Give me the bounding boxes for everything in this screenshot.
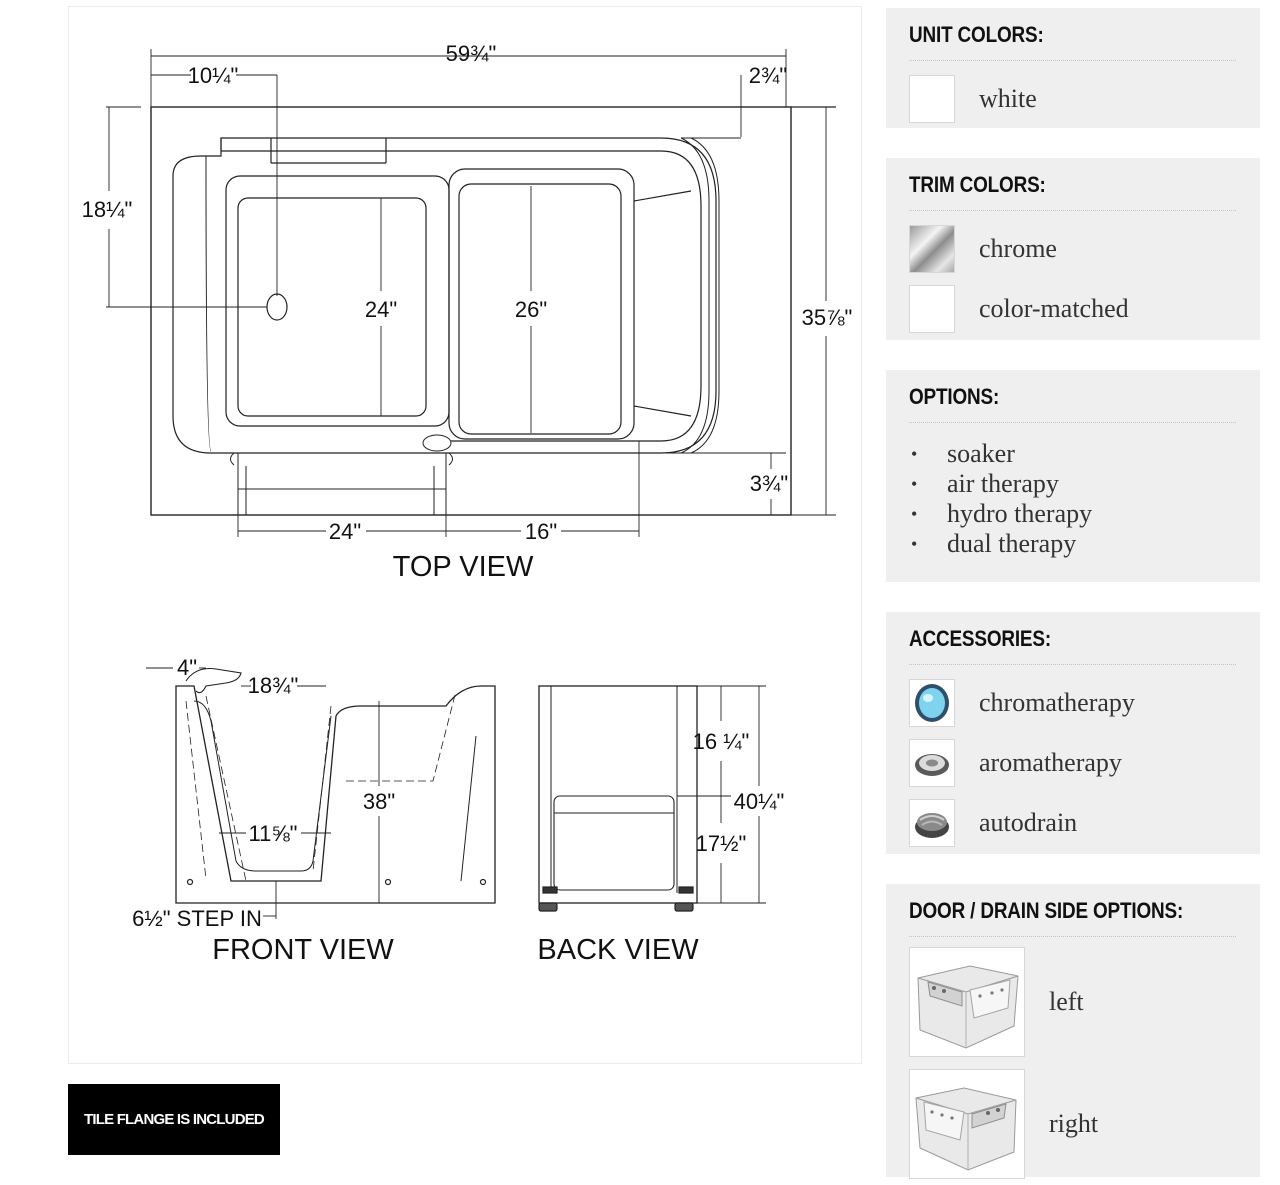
unit-colors-card: UNIT COLORS: white [886,8,1260,128]
option-label: air therapy [947,469,1059,498]
chromatherapy-light-icon [909,679,955,727]
top-view-drawing [106,49,836,537]
option-hydro-therapy: • hydro therapy [909,499,1236,529]
options-heading: OPTIONS: [909,384,1000,409]
dim-overall-length: 59¾" [446,41,497,66]
trim-colors-card: TRIM COLORS: chrome color-matched [886,158,1260,340]
back-view-title: BACK VIEW [537,934,699,966]
tile-flange-badge: TILE FLANGE IS INCLUDED [68,1084,280,1155]
front-view-title: FRONT VIEW [212,934,394,966]
option-air-therapy: • air therapy [909,469,1236,499]
dim-foot-depth: 26" [515,297,547,322]
divider [909,936,1236,937]
accessory-label: chromatherapy [979,688,1135,717]
door-option-right[interactable]: right [909,1063,1236,1185]
trim-color-label: color-matched [979,294,1129,323]
accessory-autodrain[interactable]: autodrain [909,793,1236,853]
door-side-label: right [1049,1109,1099,1138]
option-dual-therapy: • dual therapy [909,529,1236,559]
dim-drain-offset: 10¼" [188,63,239,88]
dim-lower-height: 17½" [696,831,747,856]
front-view-drawing [146,667,496,919]
trim-color-option-color-matched[interactable]: color-matched [909,279,1236,339]
dim-rim-offset: 2¾" [749,63,787,88]
bullet-icon: • [911,504,918,524]
dim-step-in: 6½" STEP IN [132,906,262,931]
bullet-icon: • [911,444,918,464]
autodrain-icon [909,799,955,847]
bullet-icon: • [911,534,918,554]
accessories-heading: ACCESSORIES: [909,626,1051,651]
trim-color-option-chrome[interactable]: chrome [909,219,1236,279]
trim-color-label: chrome [979,234,1057,263]
accessory-label: autodrain [979,808,1078,837]
options-card: OPTIONS: • soaker • air therapy • hydro the… [886,370,1260,582]
divider [909,60,1236,61]
white-swatch [909,75,955,123]
bullet-icon: • [911,474,918,494]
dim-overall-width: 35⅞" [802,305,853,330]
dim-seat-width: 24" [329,519,361,544]
door-drain-side-card: DOOR / DRAIN SIDE OPTIONS: left [886,884,1260,1179]
chrome-swatch [909,225,955,273]
divider [909,664,1236,665]
unit-color-label: white [979,84,1037,113]
dim-front-height: 38" [363,789,395,814]
dim-floor-width: 11⅝" [249,821,298,846]
unit-color-option-white[interactable]: white [909,69,1236,129]
door-drain-heading: DOOR / DRAIN SIDE OPTIONS: [909,898,1184,923]
dim-drain-depth: 18¼" [82,197,133,222]
option-label: hydro therapy [947,499,1093,528]
door-side-label: left [1049,987,1084,1016]
back-view-drawing [538,685,766,912]
top-view-title: TOP VIEW [393,551,534,583]
aromatherapy-icon [909,739,955,787]
dim-door-width: 16" [525,519,557,544]
right-door-tub-thumbnail [909,1069,1025,1179]
dim-seat-depth: 24" [365,297,397,322]
accessory-chromatherapy[interactable]: chromatherapy [909,673,1236,733]
accessory-aromatherapy[interactable]: aromatherapy [909,733,1236,793]
dim-total-height: 40¼" [734,789,785,814]
option-soaker: • soaker [909,439,1236,469]
trim-colors-heading: TRIM COLORS: [909,172,1046,197]
dim-upper-height: 16 ¼" [693,729,750,754]
options-list: • soaker • air therapy • hydro therapy • dua… [909,439,1236,559]
technical-drawing: 59¾" 10¼" 2¾" 18¼" 24" 26" 35⅞" 3¾" 24" … [68,6,862,1064]
dim-opening: 18¾" [248,673,299,698]
technical-drawing-svg: 59¾" 10¼" 2¾" 18¼" 24" 26" 35⅞" 3¾" 24" … [82,41,853,966]
option-label: dual therapy [947,529,1077,558]
accessory-label: aromatherapy [979,748,1122,777]
dim-faucet: 4" [177,655,197,680]
color-matched-swatch [909,285,955,333]
accessories-card: ACCESSORIES: chromatherapy aromatherapy … [886,612,1260,854]
divider [909,422,1236,423]
dim-step-offset: 3¾" [750,471,788,496]
unit-colors-heading: UNIT COLORS: [909,22,1044,47]
door-option-left[interactable]: left [909,941,1236,1063]
left-door-tub-thumbnail [909,947,1025,1057]
divider [909,210,1236,211]
option-label: soaker [947,439,1015,468]
